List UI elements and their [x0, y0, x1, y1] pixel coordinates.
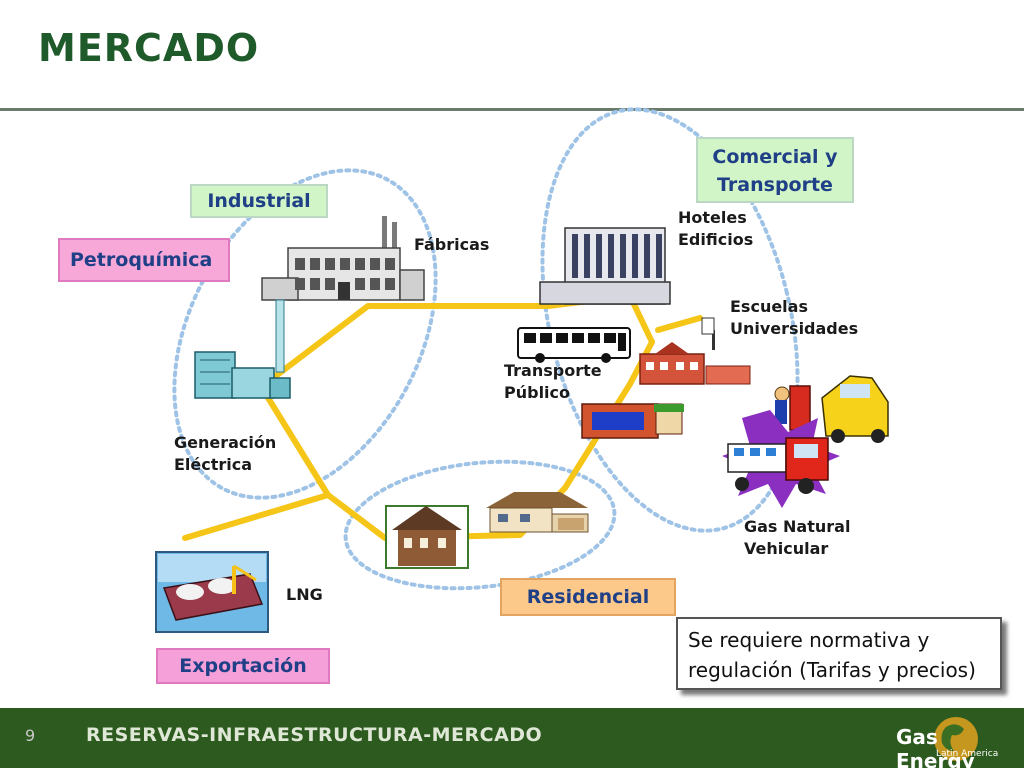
store-icon	[581, 403, 684, 439]
residential-group-ellipse	[343, 459, 617, 591]
footer-bar	[0, 708, 1024, 768]
hotel-building-icon	[539, 227, 671, 305]
school-icon	[639, 317, 751, 385]
label-escuelas: Escuelas	[730, 297, 808, 316]
label-publico: Público	[504, 383, 571, 402]
category-comercial-line1: Comercial y	[712, 146, 838, 168]
category-comercial-line2: Transporte	[717, 174, 833, 196]
natural-gas-truck-icon	[722, 410, 840, 508]
market-diagram	[155, 107, 889, 633]
label-electrica: Eléctrica	[174, 455, 253, 474]
category-exportacion: Exportación	[156, 648, 330, 684]
note-line1: Se requiere normativa y	[688, 628, 930, 652]
label-edificios: Edificios	[678, 230, 754, 249]
gas-pump-icon	[774, 385, 811, 431]
page-number: 9	[25, 726, 36, 745]
category-petroquimica: Petroquímica	[58, 238, 230, 282]
label-generacion-electrica: Generación Eléctrica	[174, 432, 276, 476]
label-universidades: Universidades	[730, 319, 859, 338]
label-transporte-publico: Transporte Público	[504, 360, 602, 404]
title-divider	[0, 108, 1024, 111]
company-logo: Gas Energy Latin America	[890, 715, 1020, 773]
power-plant-icon	[194, 299, 291, 399]
category-industrial: Industrial	[190, 184, 328, 218]
brick-house-icon	[385, 505, 469, 569]
page-title: MERCADO	[38, 26, 260, 70]
globe-icon	[934, 717, 978, 761]
label-lng: LNG	[286, 585, 323, 604]
label-escuelas-universidades: Escuelas Universidades	[730, 296, 858, 340]
taxi-icon	[821, 375, 889, 443]
label-gnv-line1: Gas Natural	[744, 517, 851, 536]
label-generacion: Generación	[174, 433, 277, 452]
suburban-house-icon	[486, 492, 589, 533]
label-hoteles: Hoteles	[678, 208, 747, 227]
regulation-note: Se requiere normativa y regulación (Tari…	[676, 617, 1002, 690]
label-fabricas: Fábricas	[414, 235, 490, 254]
label-gas-natural-vehicular: Gas Natural Vehicular	[744, 516, 850, 560]
lng-ship-icon	[155, 551, 269, 633]
logo-subtext: Latin America	[936, 749, 999, 759]
label-gnv-line2: Vehicular	[744, 539, 829, 558]
label-transporte: Transporte	[504, 361, 602, 380]
factory-icon	[261, 216, 425, 301]
bus-icon	[517, 327, 631, 363]
footer-title: RESERVAS-INFRAESTRUCTURA-MERCADO	[86, 724, 543, 746]
category-residencial: Residencial	[500, 578, 676, 616]
note-line2: regulación (Tarifas y precios)	[688, 658, 976, 682]
label-hoteles-edificios: Hoteles Edificios	[678, 207, 753, 251]
category-comercial-transporte: Comercial y Transporte	[696, 137, 854, 203]
